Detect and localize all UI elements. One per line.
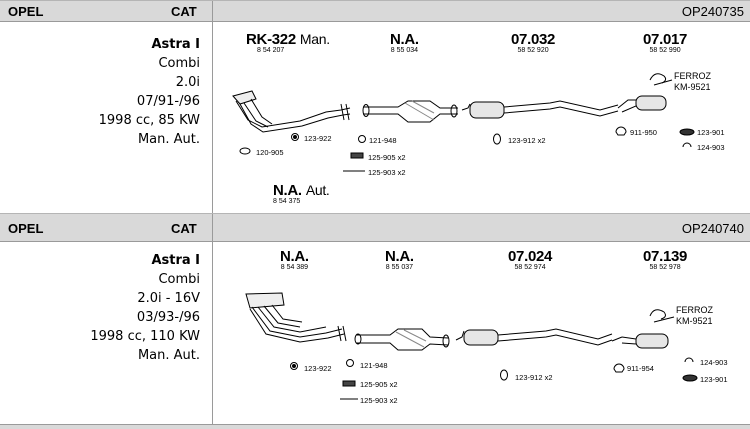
ferroz-brand: FERROZ — [676, 305, 713, 315]
part-oe-number: 58 52 920 — [517, 47, 549, 54]
part-label[interactable]: 121-948 — [360, 361, 388, 370]
ferroz-kit: KM-9521 — [676, 316, 713, 326]
part-label[interactable]: 123-901 — [697, 128, 725, 137]
column-divider — [212, 22, 213, 213]
displacement-power: 1998 cc, 110 KW — [90, 329, 200, 344]
row-header: OPEL CAT OP240735 — [0, 0, 750, 23]
part-catalyst[interactable]: N.A. 8 55 037 — [385, 248, 414, 272]
part-oe-number: 8 54 389 — [280, 264, 309, 271]
part-number: 07.024 — [508, 248, 553, 265]
part-number: 07.017 — [643, 31, 688, 48]
part-oe-number: 8 54 207 — [257, 47, 285, 54]
ferroz-brand: FERROZ — [674, 71, 711, 81]
part-label[interactable]: 911-954 — [627, 364, 654, 373]
part-oe-number: 58 52 978 — [649, 264, 681, 271]
part-oe-number: 8 54 375 — [273, 198, 301, 205]
part-oe-number: 8 55 034 — [390, 47, 419, 54]
part-label[interactable]: 123-912 x2 — [508, 136, 546, 145]
part-center-silencer[interactable]: 07.032 58 52 920 — [511, 31, 555, 55]
ferroz-kit: KM-9521 — [674, 82, 711, 92]
engine: 2.0i - 16V — [137, 291, 200, 306]
part-suffix: Aut. — [305, 182, 330, 198]
part-number: RK-322 — [246, 31, 296, 48]
part-label[interactable]: 125-903 x2 — [360, 396, 398, 405]
part-number: N.A. — [385, 248, 414, 265]
part-number: 07.032 — [511, 31, 556, 48]
exhaust-diagram — [232, 73, 695, 172]
part-rear-silencer[interactable]: 07.139 58 52 978 — [643, 248, 687, 272]
part-label[interactable]: 124-903 — [697, 143, 725, 152]
row-header: OPEL CAT OP240740 — [0, 213, 750, 243]
part-front-pipe[interactable]: N.A. 8 54 389 — [280, 248, 309, 272]
years: 07/91-/96 — [136, 94, 200, 109]
engine: 2.0i — [175, 75, 200, 90]
ferroz-note: FERROZ KM-9521 — [674, 71, 711, 93]
part-label[interactable]: 124-903 — [700, 358, 728, 367]
make-label: OPEL — [8, 4, 44, 19]
model-name: Astra I — [151, 253, 200, 268]
cat-label: CAT — [171, 4, 197, 19]
part-label[interactable]: 123-912 x2 — [515, 373, 553, 382]
part-suffix: Man. — [299, 31, 330, 47]
cat-label: CAT — [171, 221, 197, 236]
catalog-row-1: OPEL CAT OP240735 Astra I Combi 2.0i 07/… — [0, 0, 750, 213]
part-label[interactable]: 125-905 x2 — [368, 153, 406, 162]
part-oe-number: 58 52 974 — [514, 264, 546, 271]
part-number: 07.139 — [643, 248, 688, 265]
part-label[interactable]: 123-922 — [304, 134, 332, 143]
exhaust-diagram — [245, 292, 698, 400]
part-label[interactable]: 123-901 — [700, 375, 728, 384]
part-front-pipe-auto[interactable]: N.A.Aut. 8 54 375 — [273, 182, 330, 206]
displacement-power: 1998 cc, 85 KW — [98, 113, 200, 128]
part-label[interactable]: 911-950 — [630, 128, 657, 137]
part-label[interactable]: 125-905 x2 — [360, 380, 398, 389]
part-oe-number: 8 55 037 — [385, 264, 414, 271]
vehicle-info: Astra I Combi 2.0i 07/91-/96 1998 cc, 85… — [99, 35, 200, 149]
header-divider — [212, 1, 213, 23]
ferroz-note: FERROZ KM-9521 — [676, 305, 713, 327]
part-center-silencer[interactable]: 07.024 58 52 974 — [508, 248, 552, 272]
part-number: N.A. — [280, 248, 309, 265]
header-divider — [212, 214, 213, 243]
part-number: N.A. — [390, 31, 419, 48]
bottom-bar — [0, 424, 750, 429]
part-label[interactable]: 123-922 — [304, 364, 332, 373]
make-label: OPEL — [8, 221, 44, 236]
part-label[interactable]: 125-903 x2 — [368, 168, 406, 177]
part-rear-silencer[interactable]: 07.017 58 52 990 — [643, 31, 687, 55]
transmission: Man. Aut. — [137, 132, 200, 147]
body-type: Combi — [158, 56, 200, 71]
catalog-row-2: OPEL CAT OP240740 Astra I Combi 2.0i - 1… — [0, 213, 750, 424]
product-code[interactable]: OP240735 — [681, 4, 744, 19]
part-oe-number: 58 52 990 — [649, 47, 681, 54]
model-name: Astra I — [151, 37, 200, 52]
body-type: Combi — [158, 272, 200, 287]
part-catalyst[interactable]: N.A. 8 55 034 — [390, 31, 419, 55]
part-label[interactable]: 120-905 — [256, 148, 284, 157]
product-code[interactable]: OP240740 — [681, 221, 744, 236]
column-divider — [212, 242, 213, 424]
part-number: N.A. — [273, 182, 302, 199]
vehicle-info: Astra I Combi 2.0i - 16V 03/93-/96 1998 … — [90, 251, 200, 365]
part-label[interactable]: 121-948 — [369, 136, 397, 145]
years: 03/93-/96 — [136, 310, 200, 325]
transmission: Man. Aut. — [137, 348, 200, 363]
